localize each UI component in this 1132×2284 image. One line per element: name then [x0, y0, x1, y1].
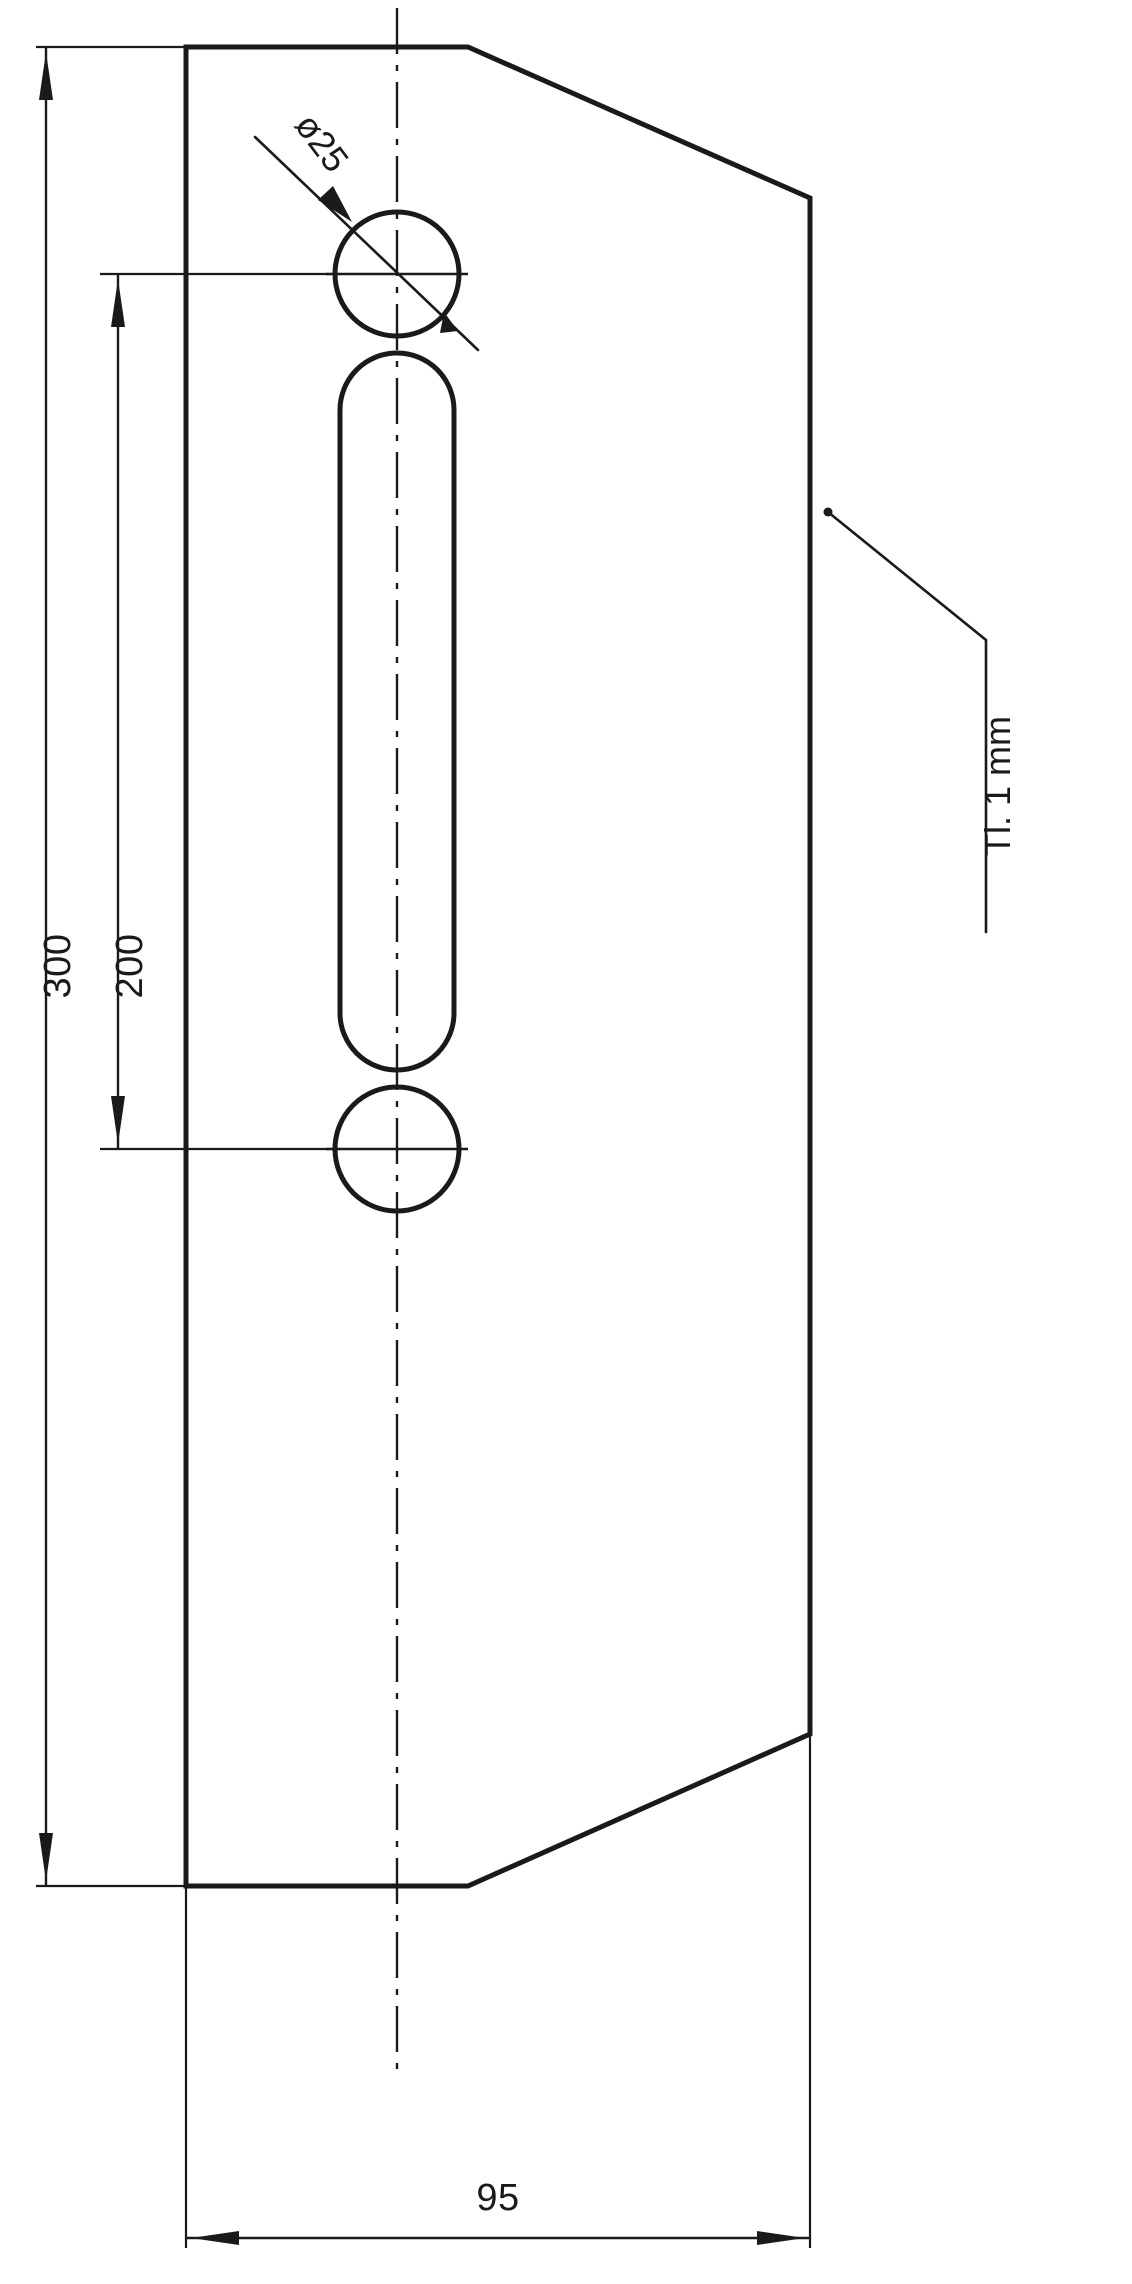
dim-95-arrow-left — [191, 2231, 239, 2245]
dim-300-label: 300 — [37, 934, 79, 999]
hole-diameter-leader-line — [253, 135, 480, 352]
dim-95-label: 95 — [476, 2177, 519, 2219]
dim-200-label: 200 — [109, 934, 151, 999]
dim-200-arrow-bottom — [111, 1096, 125, 1144]
dim-95-arrow-right — [757, 2231, 805, 2245]
dim-200-arrow-top — [111, 279, 125, 327]
dim-300-arrow-top — [39, 52, 53, 100]
part-outline — [183, 44, 813, 1889]
center-slot — [337, 350, 457, 1073]
dim-300-arrow-bottom — [39, 1833, 53, 1881]
thickness-leader-line — [826, 510, 988, 934]
hole-diameter-label: ø25 — [287, 105, 357, 179]
hole-diameter-leader-arrow-upper — [318, 186, 352, 222]
hole-diameter-leader-arrow-lower — [440, 312, 458, 333]
material-thickness-label: Tl. 1 mm — [977, 716, 1018, 856]
